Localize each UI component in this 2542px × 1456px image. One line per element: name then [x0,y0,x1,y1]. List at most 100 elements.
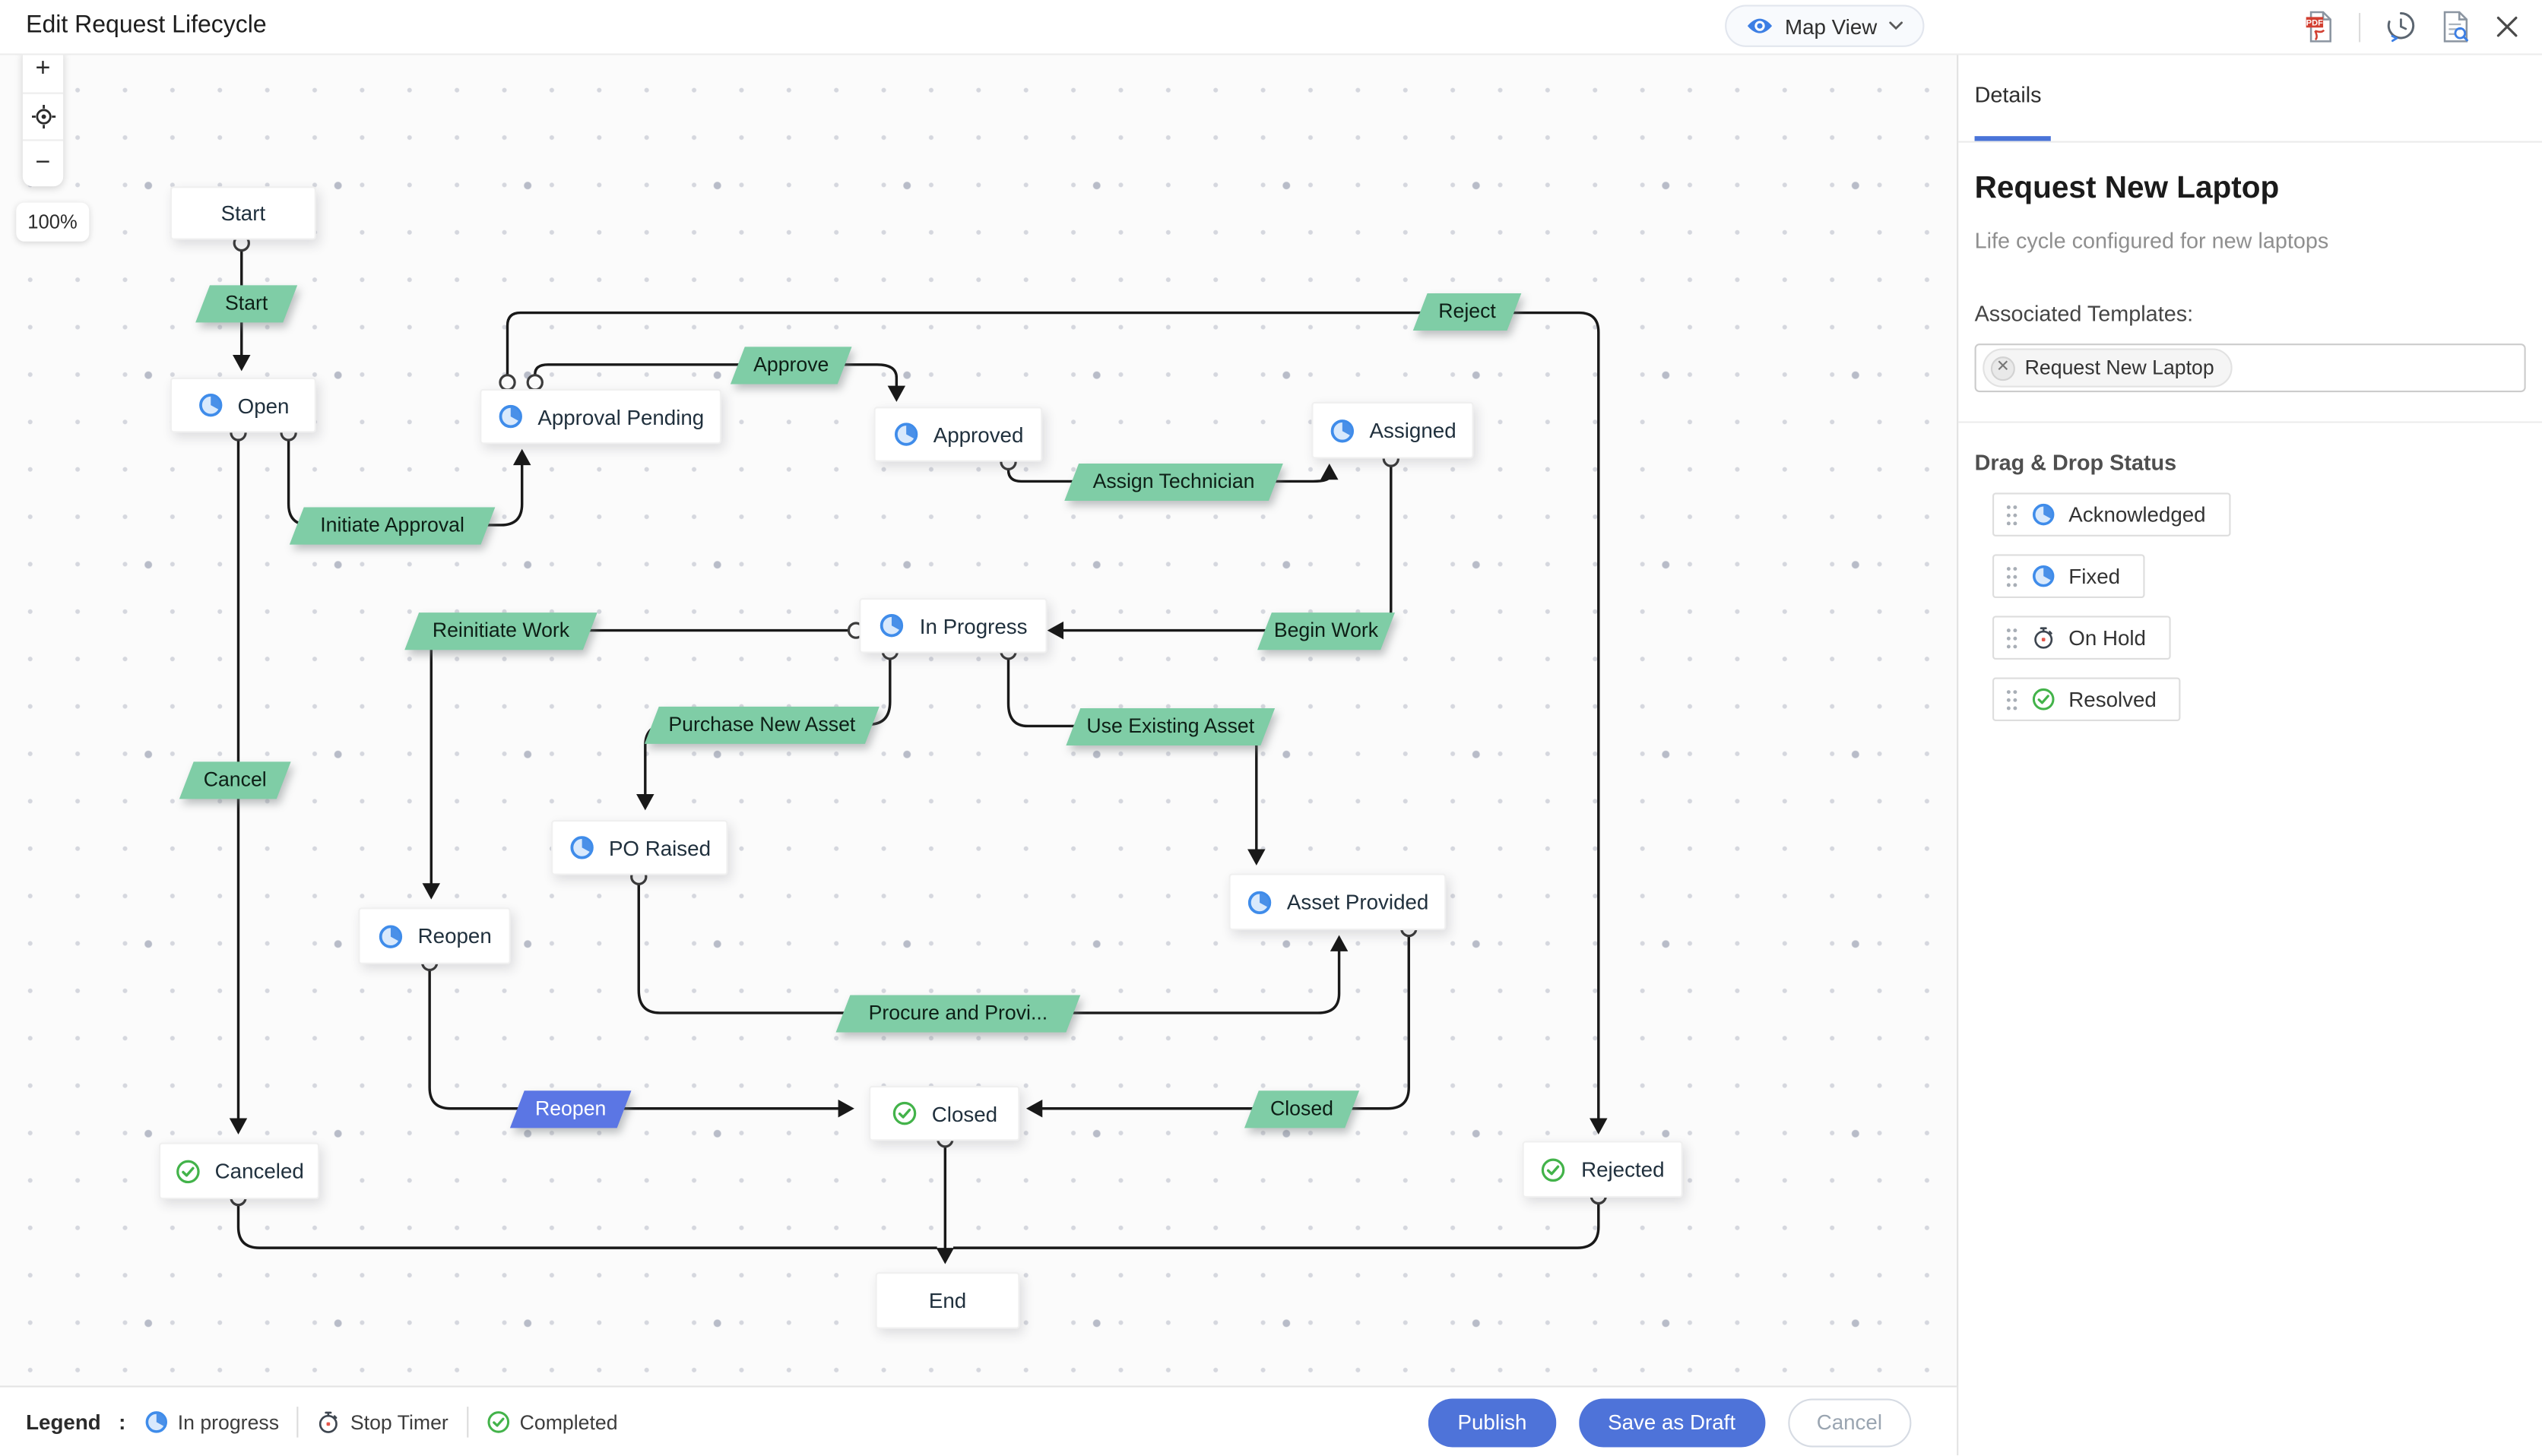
history-icon[interactable] [2385,10,2417,44]
edge-reopen-to-closed [428,966,845,1110]
transition-label: Reopen [534,1096,607,1119]
transition-t-purchase-new-asset[interactable]: Purchase New Asset [644,705,880,743]
review-document-icon[interactable] [2442,10,2471,44]
node-assigned[interactable]: Assigned [1311,401,1474,459]
node-asset-provided[interactable]: Asset Provided [1228,873,1447,931]
legend-item-label: Stop Timer [350,1410,448,1434]
transition-label: Procure and Provi... [868,1000,1048,1024]
drag-status-fixed[interactable]: Fixed [1992,554,2145,598]
transition-t-use-existing-asset[interactable]: Use Existing Asset [1066,707,1276,745]
edge-arrowhead [1247,849,1266,866]
in-progress-icon [880,614,904,638]
drag-status-label: On Hold [2068,625,2146,650]
zoom-in-button[interactable]: + [35,55,51,83]
transition-label: Reinitiate Work [432,618,570,641]
edge-arrowhead [229,1118,248,1135]
drag-status-resolved[interactable]: Resolved [1992,677,2181,722]
node-approval-pending[interactable]: Approval Pending [480,388,722,445]
legend-item-in-progress: In progress [144,1410,279,1434]
node-reopen[interactable]: Reopen [358,907,511,964]
sidebar-tabs: Details [1958,53,2542,143]
lifecycle-title: Request New Laptop [1974,172,2280,206]
publish-button[interactable]: Publish [1428,1397,1556,1447]
zoom-level: 100% [16,202,89,242]
drag-drop-status-title: Drag & Drop Status [1974,450,2177,475]
legend-item-stop-timer: Stop Timer [316,1410,448,1434]
legend-item-completed: Completed [486,1410,618,1434]
cancel-button[interactable]: Cancel [1787,1397,1912,1447]
transition-label: Closed [1269,1096,1334,1119]
node-canceled[interactable]: Canceled [158,1142,320,1200]
transition-t-initiate-approval[interactable]: Initiate Approval [289,506,496,544]
legend-title: Legend [26,1410,101,1435]
edge-source-port[interactable] [499,374,516,391]
details-sidebar: Details Request New Laptop Life cycle co… [1957,53,2542,1456]
in-progress-icon [2032,503,2055,526]
export-pdf-icon[interactable]: PDF [2303,10,2334,44]
node-label: In Progress [919,613,1028,638]
node-start[interactable]: Start [170,186,316,240]
in-progress-icon [569,836,593,859]
legend: Legend : In progress Stop Timer Complete… [0,1407,618,1438]
node-label: Approved [933,422,1024,447]
associated-templates-input[interactable]: ✕ Request New Laptop [1974,343,2526,393]
transition-label: Start [225,290,268,314]
recenter-button[interactable] [22,92,64,140]
transition-t-closed[interactable]: Closed [1244,1090,1360,1128]
in-progress-icon [2032,565,2055,587]
node-end[interactable]: End [875,1272,1020,1329]
node-po-raised[interactable]: PO Raised [551,820,728,875]
transition-t-reopen[interactable]: Reopen [509,1090,632,1128]
completed-icon [487,1411,509,1433]
in-progress-icon [1330,419,1354,442]
legend-colon: : [119,1410,126,1435]
drag-handle-icon [2006,689,2017,710]
node-in-progress[interactable]: In Progress [859,597,1048,654]
close-icon[interactable] [2495,14,2519,39]
transition-t-assign-technician[interactable]: Assign Technician [1064,462,1283,500]
completed-icon [892,1101,916,1125]
save-as-draft-button[interactable]: Save as Draft [1578,1397,1765,1447]
node-open[interactable]: Open [170,377,316,433]
edge-arrowhead [1330,935,1349,951]
in-progress-icon [144,1411,167,1433]
lifecycle-canvas[interactable]: Start Open Approval Pending Approved Ass… [0,53,1957,1386]
transition-t-cancel[interactable]: Cancel [179,761,291,799]
zoom-out-button[interactable]: − [22,139,64,186]
transition-t-procure[interactable]: Procure and Provi... [835,994,1081,1032]
node-closed[interactable]: Closed [869,1085,1020,1141]
legend-separator [466,1407,468,1438]
edge-approval-pending-to-approved [534,363,899,393]
page-title: Edit Request Lifecycle [26,11,267,40]
transition-t-approve[interactable]: Approve [730,346,852,384]
transition-t-start[interactable]: Start [195,284,298,322]
edge-arrowhead [887,385,906,402]
node-label: Canceled [214,1158,304,1183]
transition-t-reinitiate-work[interactable]: Reinitiate Work [404,612,597,650]
view-selector[interactable]: Map View [1725,5,1925,47]
svg-text:PDF: PDF [2306,18,2323,27]
completed-icon [176,1159,199,1183]
node-rejected[interactable]: Rejected [1522,1141,1683,1198]
transition-t-reject[interactable]: Reject [1412,292,1522,330]
footer-buttons: Publish Save as Draft Cancel [1428,1397,1957,1447]
node-label: Assigned [1369,418,1456,443]
drag-status-on-hold[interactable]: On Hold [1992,616,2170,660]
remove-template-icon[interactable]: ✕ [1990,356,2015,381]
transition-label: Use Existing Asset [1086,714,1255,737]
drag-handle-icon [2006,505,2017,525]
drag-handle-icon [2006,566,2017,587]
drag-status-label: Resolved [2068,687,2157,712]
edge-in-progress-to-asset-provided [1006,656,1258,856]
node-label: Open [237,393,290,418]
transition-t-begin-work[interactable]: Begin Work [1257,612,1395,650]
drag-status-acknowledged[interactable]: Acknowledged [1992,492,2230,537]
crosshair-icon [30,104,55,129]
edge-rejected-to-merge [952,1199,1600,1249]
node-approved[interactable]: Approved [873,407,1043,462]
edge-source-port[interactable] [526,374,544,391]
drag-handle-icon [2006,628,2017,648]
edge-arrowhead [936,1248,955,1265]
tab-details[interactable]: Details [1974,82,2042,107]
drag-status-label: Fixed [2068,564,2121,589]
